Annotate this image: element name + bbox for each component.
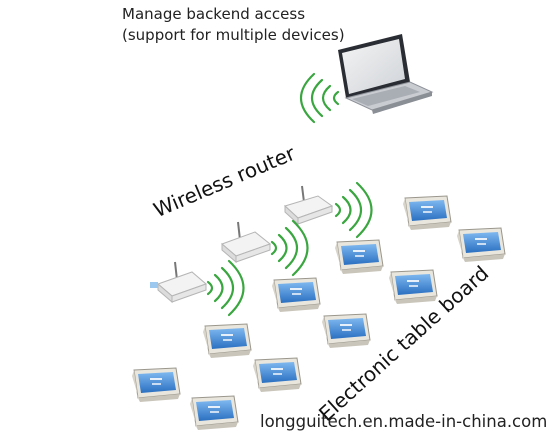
- table-boards: [132, 195, 506, 430]
- table-board-icon: [335, 239, 384, 274]
- table-board-icon: [457, 227, 506, 262]
- table-board-icon: [389, 269, 438, 304]
- table-board-icon: [190, 395, 239, 430]
- laptop-icon: [338, 34, 434, 114]
- table-board-icon: [272, 277, 321, 312]
- router-icon: [221, 221, 272, 264]
- table-board-icon: [253, 357, 302, 392]
- caption-line-2: (support for multiple devices): [122, 26, 345, 44]
- caption-line-1: Manage backend access: [122, 5, 306, 23]
- table-board-icon: [403, 195, 452, 230]
- router-icon: [150, 261, 207, 304]
- laptop-caption: Manage backend access (support for multi…: [122, 4, 345, 46]
- wifi-waves-icon: [299, 72, 340, 124]
- table-board-icon: [132, 367, 181, 402]
- router-icon: [284, 185, 334, 226]
- watermark-text: longguitech.en.made-in-china.com: [260, 412, 548, 431]
- table-board-icon: [203, 323, 252, 358]
- wifi-waves-icon: [206, 181, 373, 317]
- table-board-icon: [322, 313, 371, 348]
